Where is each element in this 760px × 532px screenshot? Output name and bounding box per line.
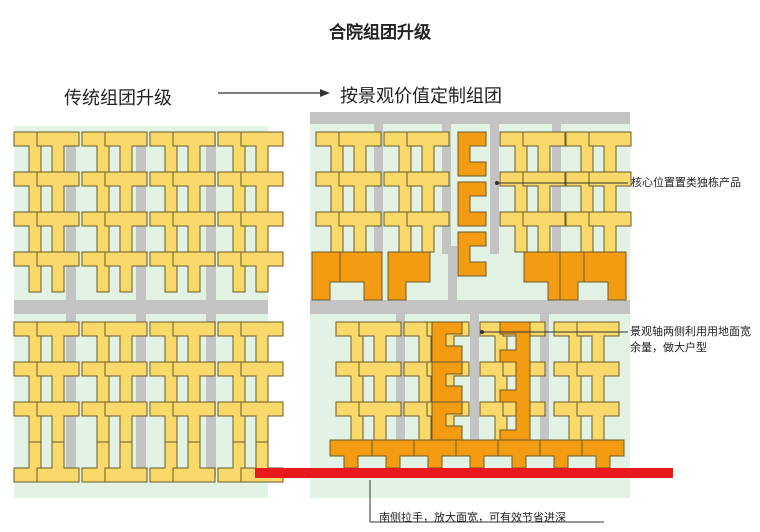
landscape-axis-note: 景观轴两侧利用用地面宽余量，做大户型 xyxy=(630,325,751,354)
road-vertical xyxy=(470,314,479,446)
large-unit xyxy=(387,251,431,301)
south-link-note: 南侧拉手，放大面宽，可有效节省进深 xyxy=(379,511,566,524)
traditional-group-label: 传统组团升级 xyxy=(64,88,172,109)
road-vertical xyxy=(136,132,146,477)
axis-note-dot xyxy=(480,330,484,334)
core-position-note: 核心位置置类独栋产品 xyxy=(631,176,741,189)
road-vertical xyxy=(442,124,451,254)
standalone-villa xyxy=(457,131,487,177)
large-unit xyxy=(583,251,627,301)
road-horizontal xyxy=(310,112,630,124)
custom-group-label: 按景观价值定制组团 xyxy=(340,86,502,107)
standalone-villa xyxy=(457,231,487,277)
road-vertical xyxy=(206,132,216,477)
transition-arrow-head xyxy=(320,89,330,97)
standalone-villa xyxy=(457,181,487,227)
road-vertical xyxy=(374,124,383,254)
road-vertical xyxy=(490,124,499,254)
road-vertical xyxy=(540,314,549,446)
road-vertical xyxy=(396,314,405,446)
road-vertical xyxy=(66,132,76,477)
core-note-dot xyxy=(495,181,499,185)
large-unit xyxy=(339,251,383,301)
diagram-title: 合院组团升级 xyxy=(329,23,431,43)
road-vertical xyxy=(448,246,457,300)
south-link-bar xyxy=(255,468,673,478)
road-horizontal xyxy=(310,300,630,314)
road-vertical xyxy=(552,124,561,254)
